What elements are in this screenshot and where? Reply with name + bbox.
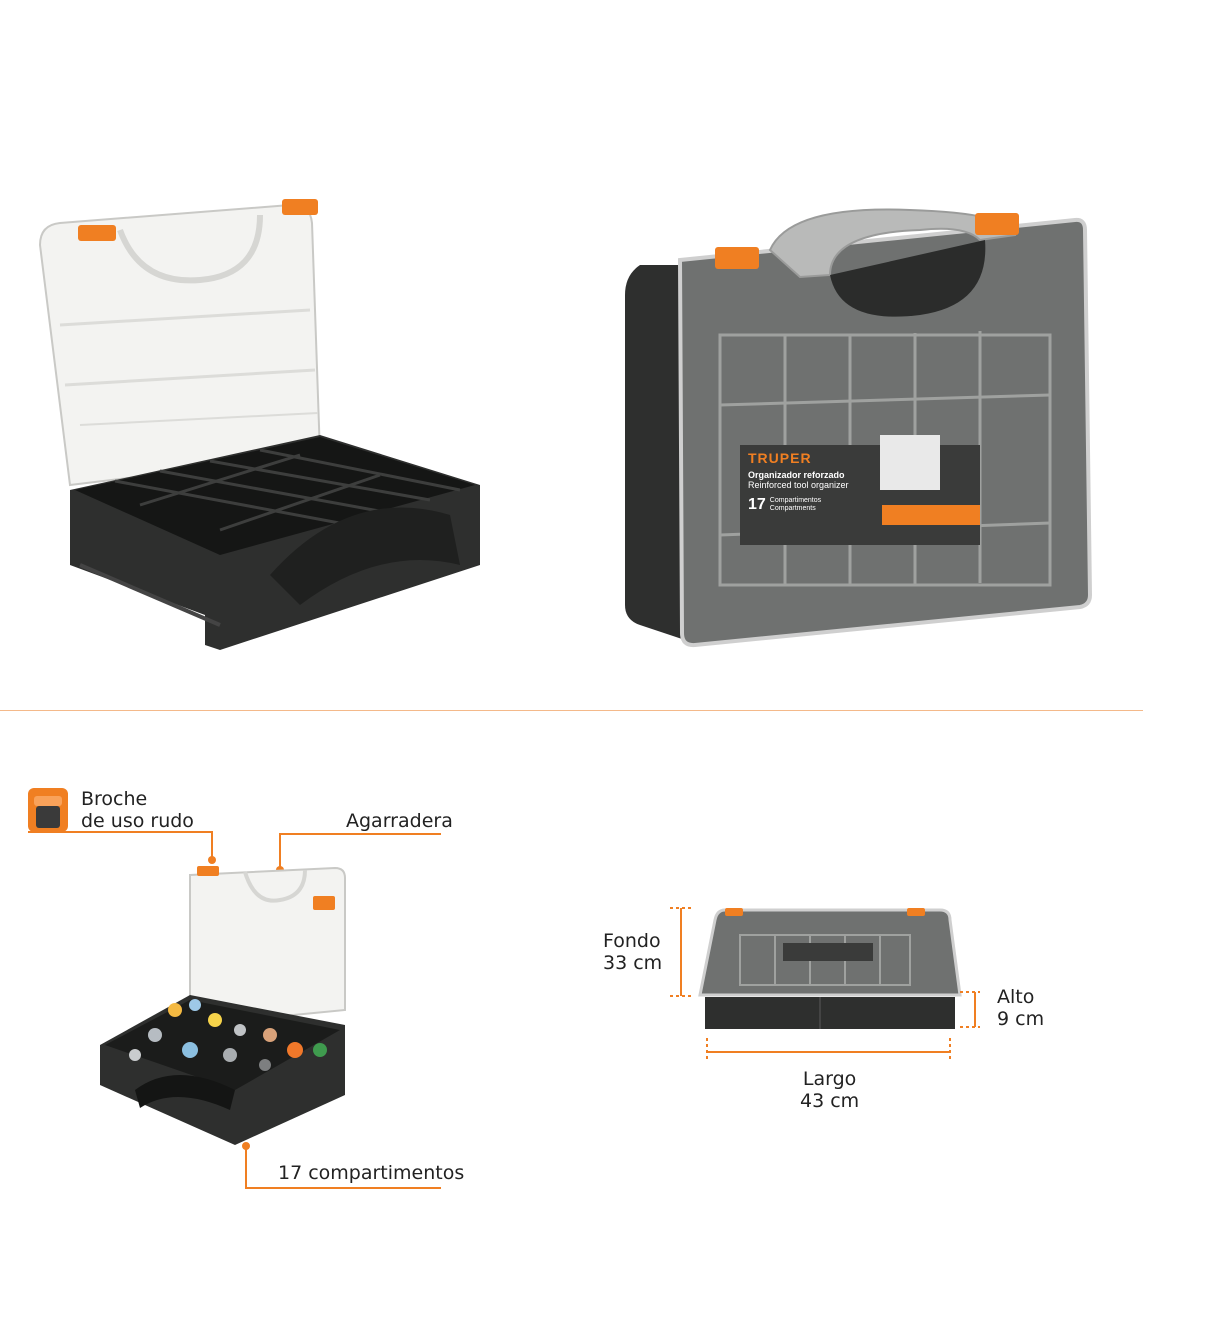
label-title-en: Reinforced tool organizer (748, 480, 849, 490)
clasp-label-line1: Broche (81, 788, 148, 810)
depth-dimension: Fondo 33 cm (603, 930, 662, 974)
product-label: TRUPER Organizador reforzado Reinforced … (748, 450, 898, 514)
section-divider (0, 710, 1143, 711)
length-dimension: Largo 43 cm (800, 1068, 859, 1112)
clasp-inset-icon (28, 788, 68, 832)
brand-logo: TRUPER (748, 450, 812, 466)
height-value: 9 cm (997, 1008, 1045, 1030)
clasp-label-line2: de uso rudo (81, 810, 194, 832)
depth-label: Fondo (603, 930, 661, 952)
closed-organizer-image (625, 208, 1093, 648)
label-count: 17 (748, 496, 766, 513)
compartments-callout: 17 compartimentos (278, 1162, 465, 1184)
organizer-with-parts-image (100, 866, 346, 1145)
length-label: Largo (802, 1068, 857, 1090)
clasp-callout: Broche de uso rudo (81, 788, 194, 832)
label-title-es: Organizador reforzado (748, 470, 845, 480)
height-dimension: Alto 9 cm (997, 986, 1044, 1030)
dimension-organizer-image (698, 908, 962, 1029)
depth-value: 33 cm (603, 952, 663, 974)
length-value: 43 cm (800, 1090, 860, 1112)
height-label: Alto (997, 986, 1035, 1008)
open-organizer-image (38, 199, 480, 650)
handle-callout: Agarradera (346, 810, 453, 832)
label-count-en: Compartments (769, 505, 816, 512)
label-count-es: Compartimentos (769, 497, 822, 504)
